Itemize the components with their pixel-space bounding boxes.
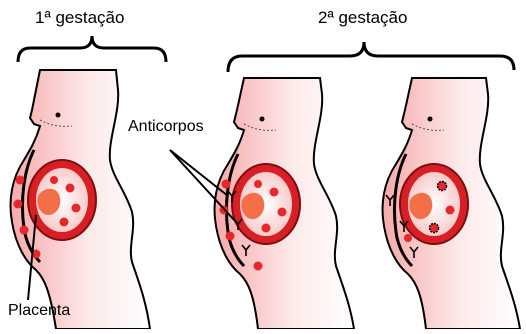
antibody-pointer-1 [170, 150, 228, 196]
first-pregnancy-label: 1ª gestação [35, 8, 124, 28]
brace-first [18, 36, 166, 62]
second-pregnancy-label: 2ª gestação [318, 8, 407, 28]
placenta-label: Placenta [8, 302, 70, 320]
pregnant-woman-3 [383, 78, 521, 329]
pregnant-woman-2 [215, 78, 355, 329]
antibodies-label: Anticorpos [128, 118, 204, 136]
brace-second [228, 42, 514, 72]
pregnant-woman-1 [11, 70, 151, 329]
